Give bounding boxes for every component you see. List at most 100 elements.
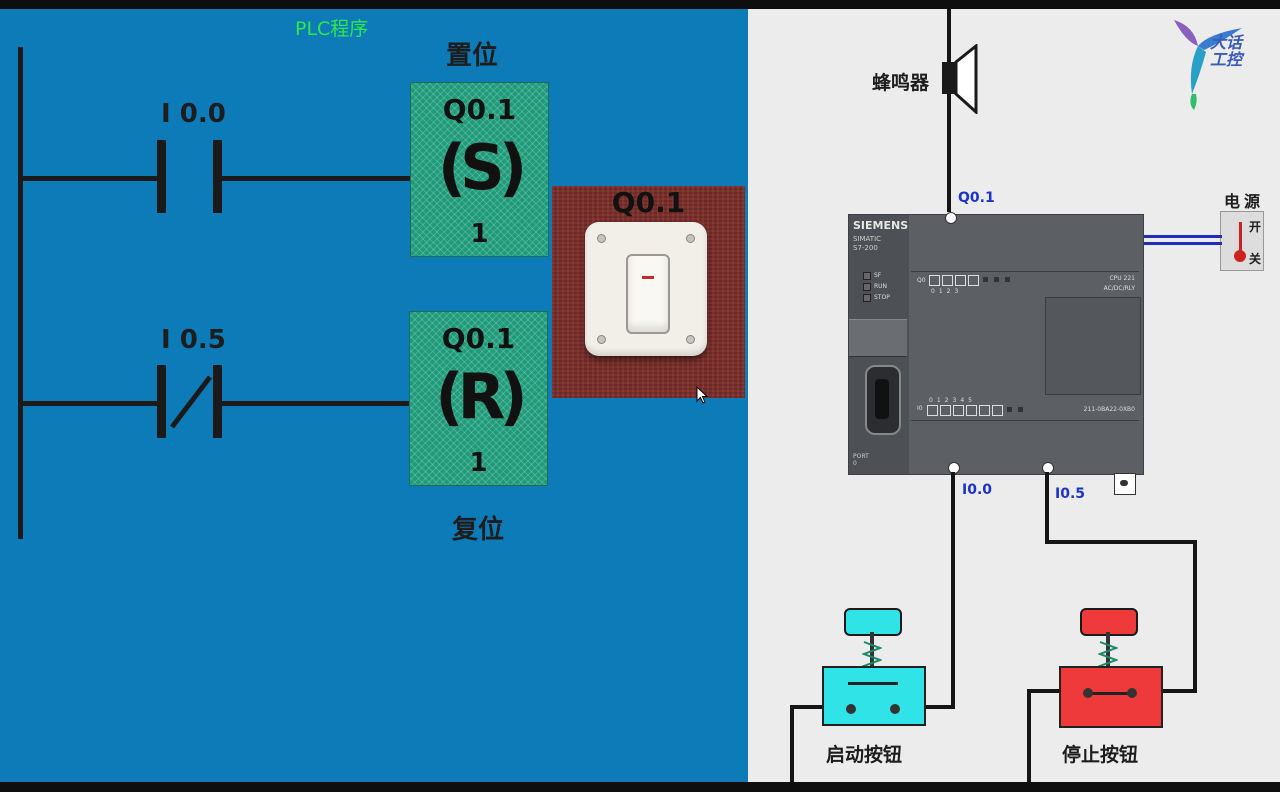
plc-brand: SIEMENS bbox=[853, 219, 909, 232]
contact-i00-label: I 0.0 bbox=[161, 99, 226, 129]
q-led-row bbox=[929, 275, 1012, 286]
reset-coil-address: Q0.1 bbox=[441, 322, 516, 355]
wire-i05-down bbox=[1045, 472, 1049, 544]
q-bit-0: 0 bbox=[931, 288, 935, 295]
output-switch-label: Q0.1 bbox=[611, 186, 686, 219]
left-power-rail bbox=[18, 47, 23, 539]
i-bit-5: 5 bbox=[968, 397, 972, 404]
contact-i05-label: I 0.5 bbox=[161, 325, 226, 355]
q-bit-2: 2 bbox=[946, 288, 951, 295]
i-label: I0 bbox=[917, 405, 923, 412]
plc-series: SIMATIC bbox=[853, 235, 882, 243]
set-coil[interactable]: Q0.1 (S) 1 bbox=[410, 82, 549, 257]
q-label: Q0 bbox=[917, 277, 926, 284]
stop-contact-bar bbox=[1085, 692, 1135, 695]
screw-icon bbox=[686, 335, 695, 344]
wire-i00-down bbox=[951, 472, 955, 708]
output-switch-panel[interactable]: Q0.1 bbox=[552, 186, 745, 398]
set-coil-count: 1 bbox=[470, 219, 489, 249]
panel-title: PLC程序 bbox=[295, 18, 369, 40]
i-bit-1: 1 bbox=[936, 397, 941, 404]
wire-i05-right bbox=[1045, 540, 1197, 544]
buzzer-wire bbox=[947, 9, 951, 212]
wall-switch-plate bbox=[585, 222, 707, 356]
expansion-cover bbox=[1045, 297, 1141, 395]
terminal-q01-label: Q0.1 bbox=[958, 190, 995, 206]
terminal-i00-label: I0.0 bbox=[962, 482, 993, 498]
port-label: PORT 0 bbox=[853, 453, 869, 467]
mounting-slot bbox=[1120, 480, 1128, 486]
screw-icon bbox=[597, 234, 606, 243]
port-connector bbox=[865, 365, 901, 435]
power-off-label: 关 bbox=[1249, 252, 1262, 266]
rung2-wire-b bbox=[222, 401, 420, 406]
plc-status-leds: SF RUN STOP bbox=[863, 270, 890, 303]
wire-common-down-1 bbox=[790, 705, 794, 782]
contact-i05-bar-left bbox=[157, 365, 166, 438]
terminal-q01[interactable] bbox=[945, 212, 957, 224]
i-bit-2: 2 bbox=[944, 397, 949, 404]
set-coil-address: Q0.1 bbox=[442, 93, 517, 126]
mounting-tab bbox=[1114, 473, 1136, 495]
start-contact-left bbox=[846, 704, 856, 714]
power-lever bbox=[1239, 222, 1242, 256]
stop-button-body[interactable] bbox=[1059, 666, 1163, 728]
logo-text: 大话工控 bbox=[1210, 33, 1243, 69]
contact-i00-bar-right bbox=[213, 140, 222, 213]
set-coil-letter: S bbox=[460, 131, 505, 204]
mouse-cursor-icon bbox=[696, 386, 709, 404]
wire-i05-drop bbox=[1193, 540, 1197, 693]
reset-coil-count: 1 bbox=[469, 448, 488, 478]
stop-button-label: 停止按钮 bbox=[1062, 744, 1139, 766]
start-contact-bar bbox=[848, 682, 898, 685]
nc-contact-slash bbox=[170, 375, 212, 429]
reset-coil[interactable]: Q0.1 (R) 1 bbox=[409, 311, 548, 486]
led-run-label: RUN bbox=[874, 283, 888, 290]
plc-top-terminal-strip bbox=[911, 225, 1139, 272]
start-button-body[interactable] bbox=[822, 666, 926, 726]
led-stop-label: STOP bbox=[874, 294, 890, 301]
start-contact-right bbox=[890, 704, 900, 714]
contact-i00-bar-left bbox=[157, 140, 166, 213]
contact-i05-bar-right bbox=[213, 365, 222, 438]
rung2-wire-a bbox=[22, 401, 160, 406]
terminal-i05-label: I0.5 bbox=[1055, 486, 1086, 502]
i-bit-3: 3 bbox=[952, 397, 957, 404]
top-letterbox bbox=[0, 0, 1280, 9]
rung1-wire-a bbox=[22, 176, 160, 181]
plc-order-number: 211-0BA22-0XB0 bbox=[1083, 406, 1135, 413]
port-socket bbox=[875, 379, 889, 419]
stop-contact-right bbox=[1127, 688, 1137, 698]
rocker-switch[interactable] bbox=[626, 254, 670, 334]
bottom-letterbox bbox=[0, 782, 1280, 792]
reset-label: 复位 bbox=[452, 515, 505, 545]
stop-contact-left bbox=[1083, 688, 1093, 698]
power-wire-1 bbox=[1140, 235, 1222, 238]
siemens-s7-200-plc[interactable]: SIEMENS SIMATIC S7-200 SF RUN STOP PORT … bbox=[848, 214, 1144, 475]
wire-common-down-2 bbox=[1027, 689, 1031, 782]
start-button-cap[interactable] bbox=[844, 608, 902, 636]
plc-model: S7-200 bbox=[853, 244, 878, 252]
power-on-label: 开 bbox=[1249, 220, 1262, 234]
power-wire-2 bbox=[1140, 242, 1222, 245]
switch-indicator bbox=[642, 276, 654, 279]
power-switch[interactable]: 开 关 bbox=[1220, 211, 1264, 271]
q-bit-3: 3 bbox=[954, 288, 959, 295]
plc-bottom-terminal-strip bbox=[911, 420, 1139, 471]
screw-icon bbox=[597, 335, 606, 344]
wire-stop-common bbox=[1027, 689, 1089, 693]
cpu-type: AC/DC/RLY bbox=[1103, 285, 1135, 292]
logo-hummingbird bbox=[1174, 20, 1242, 110]
q-bit-1: 1 bbox=[938, 288, 943, 295]
i-bit-0: 0 bbox=[929, 397, 933, 404]
screw-icon bbox=[686, 234, 695, 243]
wire-start-common bbox=[790, 705, 848, 709]
reset-coil-symbol: (R) bbox=[435, 360, 527, 433]
power-knob bbox=[1234, 250, 1246, 262]
buzzer-label: 蜂鸣器 bbox=[872, 72, 930, 94]
i-bit-4: 4 bbox=[960, 397, 965, 404]
reset-coil-letter: R bbox=[457, 360, 506, 433]
rung1-wire-b bbox=[222, 176, 420, 181]
